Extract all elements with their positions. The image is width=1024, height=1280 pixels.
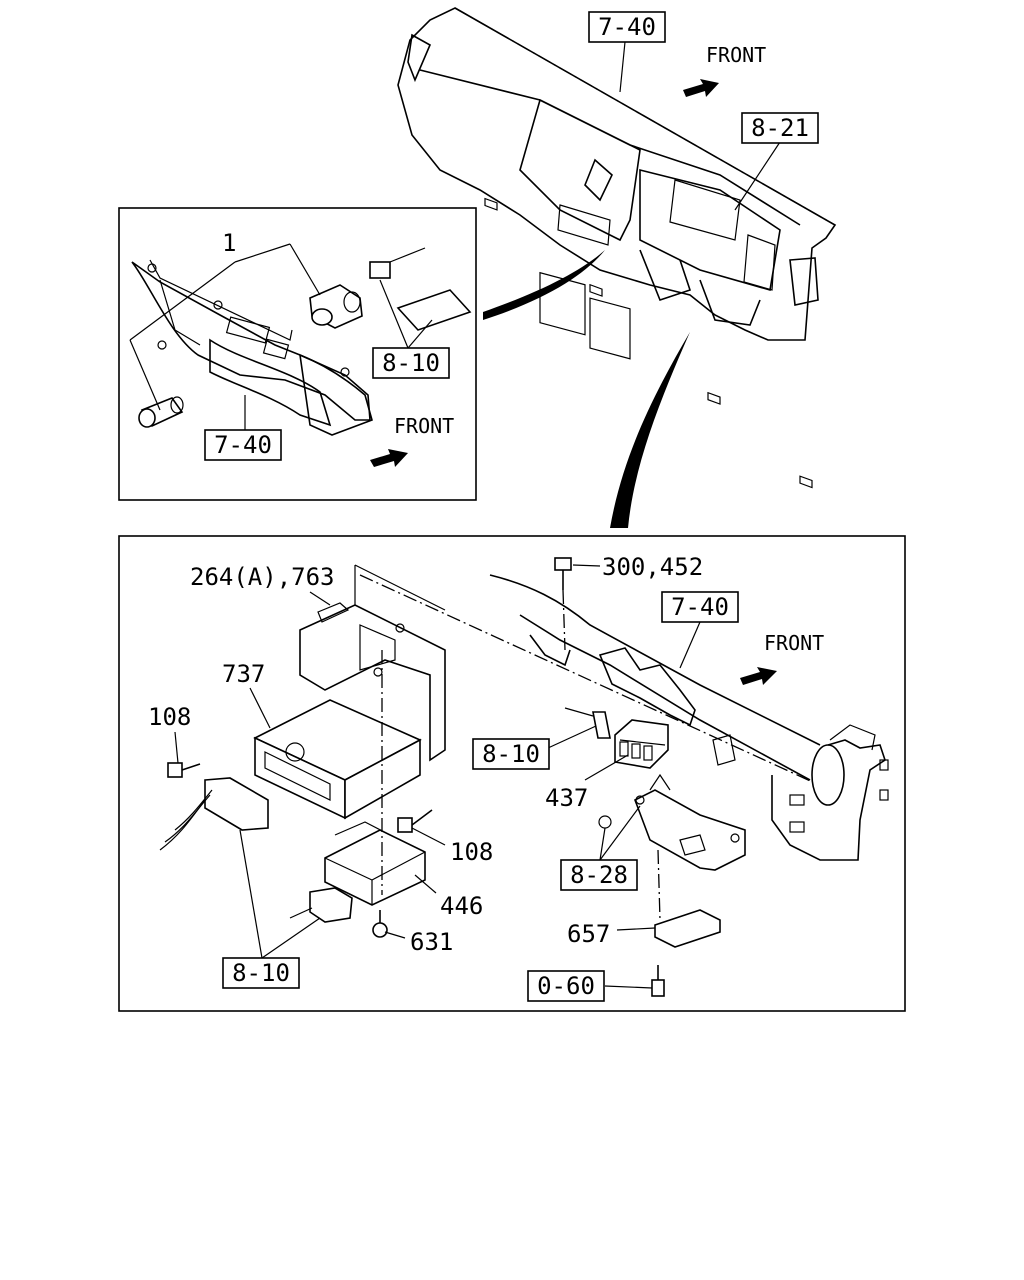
front-label: FRONT bbox=[394, 414, 454, 438]
ref-box-8-10-inset[interactable]: 8-10 bbox=[372, 347, 450, 379]
front-indicator-top: FRONT bbox=[683, 43, 766, 97]
bolt-300-452[interactable] bbox=[554, 557, 572, 651]
ref-label: 7-40 bbox=[598, 13, 656, 41]
connector-8-10-bottom[interactable] bbox=[289, 887, 353, 923]
callout-curve-inset bbox=[483, 250, 605, 320]
ref-box-8-28[interactable]: 8-28 bbox=[560, 859, 638, 891]
part-label-1: 1 bbox=[222, 229, 236, 257]
front-indicator-inset: FRONT bbox=[370, 414, 454, 467]
bolt-108-a[interactable] bbox=[167, 762, 201, 778]
ref-box-7-40-top[interactable]: 7-40 bbox=[588, 11, 666, 43]
main-leaders bbox=[174, 564, 701, 989]
connector-8-10-inset bbox=[369, 247, 472, 331]
part-label-737: 737 bbox=[222, 660, 265, 688]
part-label-446: 446 bbox=[440, 892, 483, 920]
leader-line bbox=[734, 141, 781, 211]
bolt-0-60[interactable] bbox=[651, 965, 665, 997]
part-label-631: 631 bbox=[410, 928, 453, 956]
ref-box-0-60[interactable]: 0-60 bbox=[527, 970, 605, 1002]
part-label-437: 437 bbox=[545, 784, 588, 812]
main-frame bbox=[118, 535, 906, 1012]
part-label-264-763: 264(A),763 bbox=[190, 563, 335, 591]
inset-leaders bbox=[129, 243, 433, 430]
part-label-300-452: 300,452 bbox=[602, 553, 703, 581]
ecu-737[interactable] bbox=[253, 699, 422, 820]
ref-label: 8-28 bbox=[570, 861, 628, 889]
ref-box-7-40-inset[interactable]: 7-40 bbox=[204, 429, 282, 461]
switch-part-1[interactable] bbox=[309, 284, 363, 329]
front-label: FRONT bbox=[764, 631, 824, 655]
harness-connector[interactable] bbox=[159, 777, 269, 851]
ref-box-7-40-main[interactable]: 7-40 bbox=[661, 591, 739, 623]
clip-657[interactable] bbox=[654, 849, 721, 948]
ref-box-8-10-main-right[interactable]: 8-10 bbox=[472, 738, 550, 770]
callout-curve-main bbox=[610, 332, 690, 528]
ref-box-8-10-main-left[interactable]: 8-10 bbox=[222, 957, 300, 989]
switch-panel-bezel bbox=[131, 259, 373, 436]
bolt-108-b[interactable] bbox=[397, 809, 433, 833]
bracket-264-763[interactable] bbox=[299, 564, 446, 770]
ref-box-8-21[interactable]: 8-21 bbox=[741, 112, 819, 144]
ref-label: 7-40 bbox=[214, 431, 272, 459]
part-label-657: 657 bbox=[567, 920, 610, 948]
dashboard-assembly bbox=[397, 7, 837, 489]
leader-line bbox=[619, 41, 626, 93]
part-label-108-b: 108 bbox=[450, 838, 493, 866]
screw-631[interactable] bbox=[372, 910, 388, 938]
front-arrow-icon bbox=[683, 79, 719, 97]
front-indicator-main: FRONT bbox=[740, 631, 824, 685]
ref-label: 8-10 bbox=[482, 740, 540, 768]
bracket-8-28[interactable] bbox=[598, 773, 746, 871]
inset-frame bbox=[118, 207, 477, 501]
ref-label: 7-40 bbox=[671, 593, 729, 621]
ref-label: 8-10 bbox=[382, 349, 440, 377]
connector-8-10-right[interactable] bbox=[564, 707, 611, 739]
part-label-108-a: 108 bbox=[148, 703, 191, 731]
switch-knob[interactable] bbox=[138, 396, 184, 428]
front-label: FRONT bbox=[706, 43, 766, 67]
relay-437[interactable] bbox=[614, 719, 669, 769]
ref-label: 8-10 bbox=[232, 959, 290, 987]
cross-member-7-40 bbox=[359, 574, 889, 861]
ref-label: 0-60 bbox=[537, 972, 595, 1000]
ref-label: 8-21 bbox=[751, 114, 809, 142]
front-arrow-icon bbox=[740, 667, 777, 685]
front-arrow-icon bbox=[370, 449, 408, 467]
